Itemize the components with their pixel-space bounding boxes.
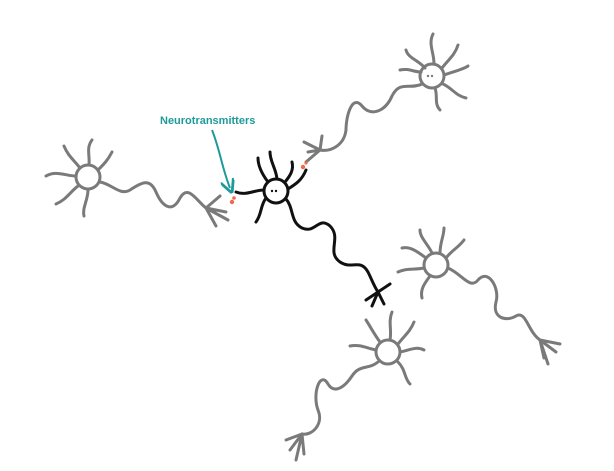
neuron-top-right-dendrite [398, 67, 423, 74]
neuron-left-dendrite [87, 138, 94, 167]
neuron-central-active [234, 150, 392, 308]
neuron-bottom-right-soma [422, 251, 450, 279]
neuron-left-dendrite [82, 188, 90, 218]
neuron-left [44, 138, 230, 228]
neuron-bottom-right [396, 226, 562, 366]
neuron-central-dendrite [234, 188, 266, 195]
neuron-bottom-right-dendrite [396, 266, 426, 274]
neuron-bottom-center-dendrite [388, 310, 394, 342]
neuron-bottom-center-dendrite [364, 318, 382, 344]
neuron-bottom-center-dendrite [348, 344, 378, 352]
neuron-left-axon [98, 180, 208, 210]
neuron-central-dendrite [286, 168, 308, 191]
neurotransmitter-dot [229, 199, 235, 205]
neuron-bottom-center-dendrite [398, 346, 426, 354]
neuron-top-right-dendrite [404, 48, 427, 70]
neuron-top-right-dendrite [429, 32, 436, 66]
neuron-left-dendrite [62, 144, 82, 170]
neuron-bottom-right-dendrite [420, 274, 432, 300]
neuron-top-right-dendrite [440, 43, 460, 70]
neuron-bottom-right-terminal [538, 338, 562, 366]
neurotransmitters-label: Neurotransmitters [160, 115, 255, 127]
neuron-left-dendrite [54, 184, 80, 206]
neuron-bottom-right-dendrite [444, 238, 466, 260]
neurotransmitter-dot [232, 196, 236, 200]
neuron-central-dendrite [268, 150, 279, 181]
neuron-top-right-dendrite [442, 64, 470, 77]
neurotransmitter-dot [300, 164, 306, 170]
neuron-central-dendrite [283, 160, 294, 184]
neuron-top-right-dendrite [433, 86, 442, 112]
neurotransmitter-dots [229, 161, 308, 205]
neuron-bottom-center-dendrite [396, 360, 412, 386]
neuron-left-dendrite [44, 171, 78, 178]
neuron-bottom-right-dendrite [418, 228, 434, 255]
neuron-bottom-center [284, 310, 426, 462]
neuron-central-terminal [364, 282, 392, 308]
neuron-central-dendrite [254, 196, 268, 224]
neuron-bottom-center-soma [374, 338, 402, 366]
neuron-central-axon [284, 197, 380, 294]
neuron-bottom-right-axon [446, 266, 542, 342]
neuron-bottom-right-dendrite [438, 226, 446, 255]
neuron-left-terminal [204, 194, 230, 228]
neuron-left-dendrite [96, 150, 114, 172]
neuron-central-dendrite [256, 156, 270, 184]
neuron-top-right-axon [318, 82, 424, 152]
neuron-top-right-dendrite [441, 82, 468, 100]
neuron-bottom-center-terminal [284, 432, 306, 462]
neurotransmitters-arrow [211, 129, 230, 188]
neurotransmitter-dot [304, 161, 308, 165]
neuron-top-right [302, 32, 470, 164]
neuron-bottom-right-dendrite [400, 246, 428, 260]
neuron-bottom-center-axon [300, 360, 380, 436]
neuron-top-right-terminal [302, 134, 324, 164]
neuron-bottom-center-dendrite [396, 320, 416, 346]
